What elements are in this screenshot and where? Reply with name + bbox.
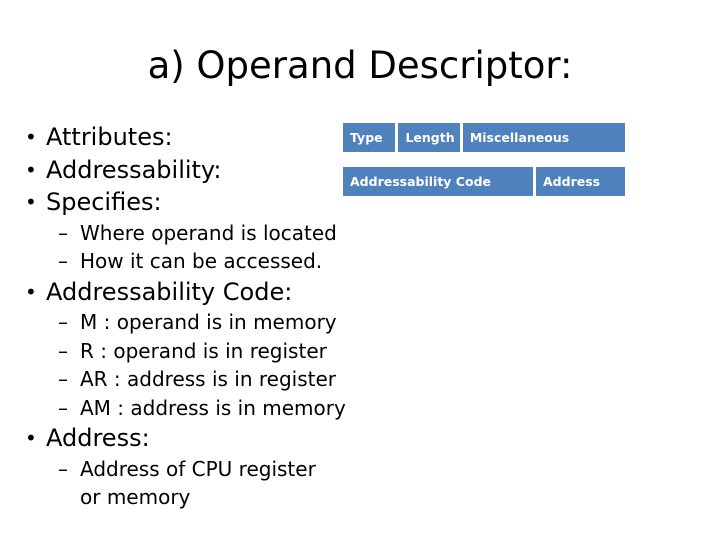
diagram-cell-length: Length (398, 123, 460, 152)
sub-list-item: – R : operand is in register (0, 337, 352, 366)
sub-list-item: – Address of CPU register or memory (0, 455, 352, 512)
content-body: • Attributes: • Addressability: • Specif… (0, 121, 352, 512)
dash-icon: – (58, 456, 68, 481)
sub-list-item-label: Where operand is located (80, 220, 337, 245)
sub-list-item-label: R : operand is in register (80, 338, 327, 363)
diagram-cell-type: Type (343, 123, 396, 152)
diagram-cell-addressability-code: Addressability Code (343, 167, 533, 196)
list-item-label: Specifies: (46, 188, 162, 216)
list-item-label: Attributes: (46, 123, 173, 151)
bullet-icon: • (25, 279, 37, 304)
list-item: • Addressability: (0, 154, 352, 187)
diagram-cell-miscellaneous: Miscellaneous (462, 123, 625, 152)
operand-descriptor-format-row: Type Length Miscellaneous (343, 123, 625, 152)
sub-list-item: – AM : address is in memory (0, 394, 352, 423)
sub-list-item-label: How it can be accessed. (80, 249, 323, 273)
diagram-cell-address: Address (536, 167, 625, 196)
operand-descriptor-diagram: Type Length Miscellaneous Addressability… (343, 123, 625, 196)
list-item: • Address: (0, 422, 352, 455)
list-item-label: Addressability: (46, 155, 222, 184)
sub-list-item: – M : operand is in memory (0, 308, 352, 337)
bullet-icon: • (25, 190, 37, 214)
sub-list-item-label: M : operand is in memory (80, 310, 337, 334)
list-item-label: Address: (46, 424, 150, 452)
list-item: • Addressability Code: (0, 276, 352, 309)
list-item-label: Addressability Code: (46, 277, 293, 306)
dash-icon: – (58, 395, 68, 420)
dash-icon: – (58, 249, 68, 273)
page-title: a) Operand Descriptor: (147, 44, 573, 87)
sub-list-item: – Where operand is located (0, 219, 352, 248)
sub-list-item: – AR : address is in register (0, 365, 352, 394)
bullet-icon: • (25, 157, 37, 182)
list-item: • Attributes: (0, 121, 352, 154)
bullet-icon: • (25, 426, 37, 450)
dash-icon: – (58, 338, 68, 363)
sub-list-item-label: AM : address is in memory (80, 395, 346, 420)
dash-icon: – (58, 310, 68, 334)
dash-icon: – (58, 220, 68, 245)
list-item: • Specifies: (0, 186, 352, 219)
sub-list-item: – How it can be accessed. (0, 247, 352, 276)
sub-list-item-label: Address of CPU register or memory (80, 456, 316, 510)
bullet-icon: • (25, 125, 37, 149)
dash-icon: – (58, 367, 68, 391)
sub-list-item-label: AR : address is in register (80, 367, 337, 391)
miscellaneous-detail-row: Addressability Code Address (343, 167, 625, 196)
